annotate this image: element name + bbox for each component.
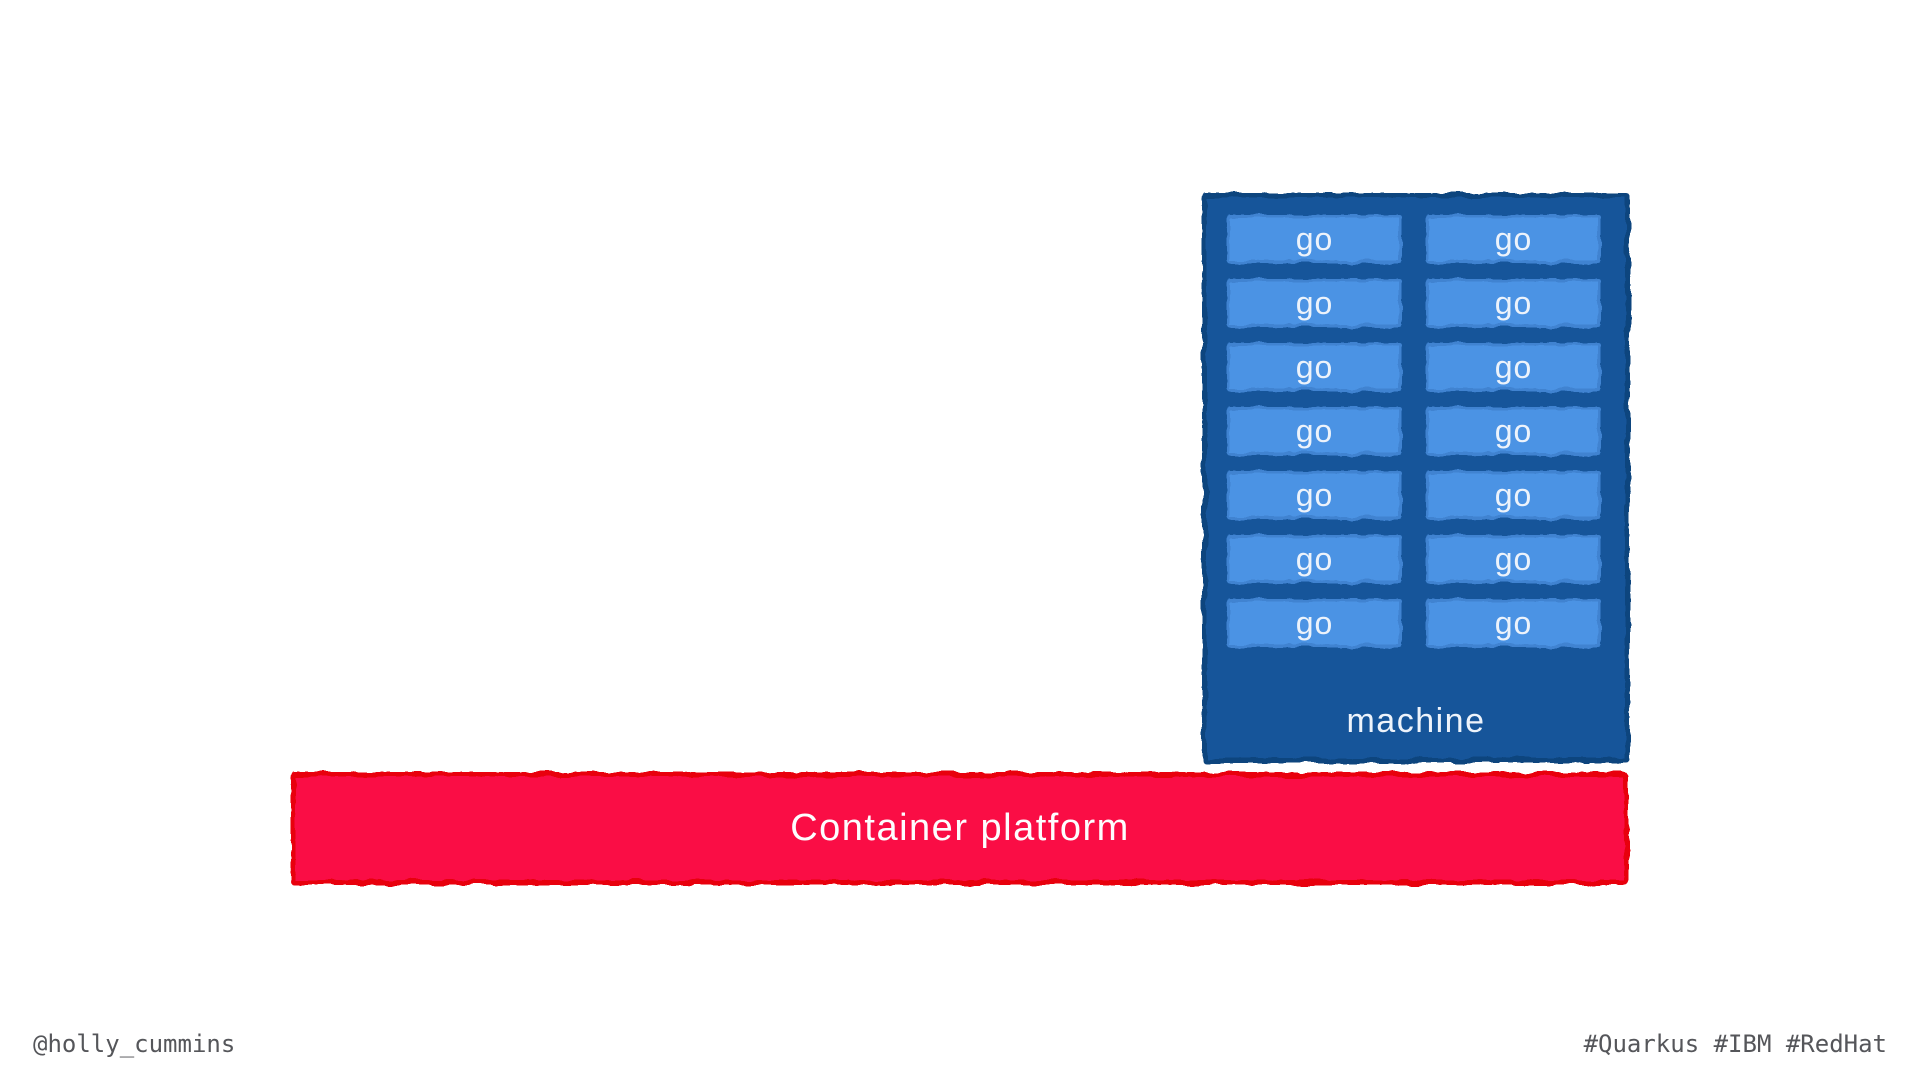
go-process-label: go <box>1494 604 1533 641</box>
go-process-box: go <box>1426 343 1601 391</box>
container-platform-box: Container platform <box>291 772 1629 885</box>
go-process-box: go <box>1227 535 1402 583</box>
go-process-box: go <box>1227 599 1402 647</box>
hashtags: #Quarkus #IBM #RedHat <box>1583 1030 1887 1058</box>
go-process-label: go <box>1295 220 1334 257</box>
go-process-box: go <box>1426 279 1601 327</box>
go-process-label: go <box>1295 540 1334 577</box>
go-process-label: go <box>1494 348 1533 385</box>
go-process-box: go <box>1426 599 1601 647</box>
go-process-label: go <box>1295 348 1334 385</box>
go-process-box: go <box>1227 343 1402 391</box>
go-process-label: go <box>1494 220 1533 257</box>
machine-label: machine <box>1346 702 1486 740</box>
machine-box: go go go go go go <box>1202 193 1630 763</box>
go-process-box: go <box>1227 215 1402 263</box>
go-process-box: go <box>1227 279 1402 327</box>
go-process-box: go <box>1426 471 1601 519</box>
go-process-box: go <box>1426 535 1601 583</box>
process-grid: go go go go go go <box>1227 215 1601 647</box>
twitter-handle: @holly_cummins <box>33 1030 236 1058</box>
go-process-label: go <box>1494 476 1533 513</box>
go-process-box: go <box>1227 471 1402 519</box>
go-process-label: go <box>1494 284 1533 321</box>
container-platform-label: Container platform <box>790 807 1130 849</box>
go-process-box: go <box>1227 407 1402 455</box>
go-process-label: go <box>1295 604 1334 641</box>
go-process-label: go <box>1295 476 1334 513</box>
go-process-label: go <box>1295 412 1334 449</box>
go-process-box: go <box>1426 407 1601 455</box>
go-process-box: go <box>1426 215 1601 263</box>
go-process-label: go <box>1494 540 1533 577</box>
go-process-label: go <box>1494 412 1533 449</box>
go-process-label: go <box>1295 284 1334 321</box>
